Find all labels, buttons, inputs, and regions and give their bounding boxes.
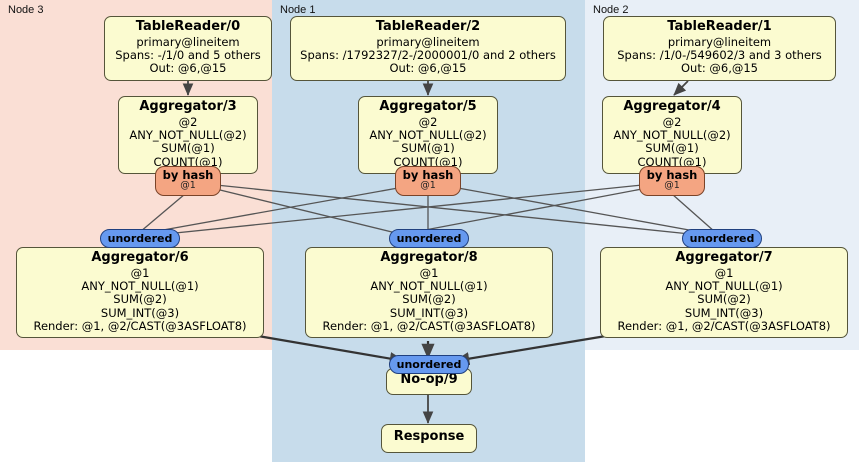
- processor-aggregator-6[interactable]: Aggregator/6 @1 ANY_NOT_NULL(@1) SUM(@2)…: [16, 247, 264, 339]
- synchronizer-label: unordered: [396, 358, 462, 371]
- processor-title: TableReader/2: [375, 19, 481, 34]
- synchronizer-unordered-7[interactable]: unordered: [682, 229, 762, 248]
- processor-line: COUNT(@1): [393, 154, 463, 169]
- processor-line: Out: @6,@15: [389, 61, 467, 76]
- processor-line: SUM(@2): [113, 292, 167, 307]
- processor-line: @1: [419, 265, 439, 280]
- processor-aggregator-3[interactable]: Aggregator/3 @2 ANY_NOT_NULL(@2) SUM(@1)…: [118, 96, 258, 174]
- node-panel-label-node1: Node 1: [280, 4, 316, 16]
- processor-line: SUM_INT(@3): [684, 305, 764, 320]
- processor-line: Out: @6,@15: [149, 61, 227, 76]
- processor-line: @1: [130, 265, 150, 280]
- processor-line: ANY_NOT_NULL(@1): [81, 279, 199, 294]
- processor-line: primary@lineitem: [376, 34, 480, 49]
- processor-title: No-op/9: [400, 372, 458, 387]
- router-label: by hash: [162, 168, 214, 182]
- processor-line: ANY_NOT_NULL(@1): [370, 279, 488, 294]
- processor-response[interactable]: Response: [381, 424, 477, 453]
- router-column: @1: [664, 180, 680, 192]
- processor-line: ANY_NOT_NULL(@2): [369, 128, 487, 143]
- synchronizer-unordered-6[interactable]: unordered: [100, 229, 180, 248]
- processor-line: Render: @1, @2/CAST(@3ASFLOAT8): [33, 318, 247, 333]
- processor-line: Render: @1, @2/CAST(@3ASFLOAT8): [617, 318, 831, 333]
- processor-line: SUM_INT(@3): [100, 305, 180, 320]
- processor-tablereader-0[interactable]: TableReader/0 primary@lineitem Spans: -/…: [104, 16, 272, 81]
- processor-aggregator-8[interactable]: Aggregator/8 @1 ANY_NOT_NULL(@1) SUM(@2)…: [305, 247, 553, 339]
- processor-line: Render: @1, @2/CAST(@3ASFLOAT8): [322, 318, 536, 333]
- processor-line: @2: [662, 114, 682, 129]
- processor-title: Aggregator/5: [379, 99, 477, 114]
- processor-line: Spans: /1792327/2-/2000001/0 and 2 other…: [300, 48, 556, 63]
- processor-line: SUM(@2): [402, 292, 456, 307]
- synchronizer-unordered-8[interactable]: unordered: [389, 229, 469, 248]
- processor-line: @1: [714, 265, 734, 280]
- processor-line: primary@lineitem: [667, 34, 772, 49]
- processor-line: SUM(@1): [161, 141, 215, 156]
- processor-line: SUM(@1): [645, 141, 699, 156]
- processor-tablereader-1[interactable]: TableReader/1 primary@lineitem Spans: /1…: [603, 16, 836, 81]
- router-label: by hash: [646, 168, 698, 182]
- node-panel-label-node3: Node 3: [8, 4, 44, 16]
- node-panel-label-node2: Node 2: [593, 4, 629, 16]
- processor-aggregator-4[interactable]: Aggregator/4 @2 ANY_NOT_NULL(@2) SUM(@1)…: [602, 96, 742, 174]
- processor-title: TableReader/1: [667, 19, 772, 34]
- processor-title: Response: [393, 429, 465, 444]
- processor-line: ANY_NOT_NULL(@2): [613, 128, 731, 143]
- processor-line: COUNT(@1): [637, 154, 707, 169]
- processor-aggregator-7[interactable]: Aggregator/7 @1 ANY_NOT_NULL(@1) SUM(@2)…: [600, 247, 848, 339]
- router-label: by hash: [402, 168, 454, 182]
- synchronizer-label: unordered: [396, 232, 462, 245]
- synchronizer-label: unordered: [689, 232, 755, 245]
- processor-line: @2: [418, 114, 438, 129]
- router-column: @1: [180, 180, 196, 192]
- processor-tablereader-2[interactable]: TableReader/2 primary@lineitem Spans: /1…: [290, 16, 566, 81]
- router-by-hash-4[interactable]: by hash @1: [639, 166, 705, 196]
- processor-line: Out: @6,@15: [681, 61, 758, 76]
- processor-title: TableReader/0: [135, 19, 241, 34]
- router-by-hash-3[interactable]: by hash @1: [155, 166, 221, 196]
- processor-line: SUM(@1): [401, 141, 455, 156]
- processor-line: SUM(@2): [697, 292, 751, 307]
- processor-title: Aggregator/8: [380, 250, 478, 265]
- processor-line: ANY_NOT_NULL(@2): [129, 128, 247, 143]
- processor-line: primary@lineitem: [136, 34, 240, 49]
- router-by-hash-5[interactable]: by hash @1: [395, 166, 461, 196]
- processor-line: COUNT(@1): [153, 154, 223, 169]
- processor-line: Spans: /1/0-/549602/3 and 3 others: [617, 48, 822, 63]
- processor-aggregator-5[interactable]: Aggregator/5 @2 ANY_NOT_NULL(@2) SUM(@1)…: [358, 96, 498, 174]
- synchronizer-unordered-9[interactable]: unordered: [389, 355, 469, 374]
- processor-line: SUM_INT(@3): [389, 305, 469, 320]
- processor-line: ANY_NOT_NULL(@1): [665, 279, 783, 294]
- processor-title: Aggregator/4: [623, 99, 721, 114]
- router-column: @1: [420, 180, 436, 192]
- processor-line: @2: [178, 114, 198, 129]
- processor-title: Aggregator/3: [139, 99, 237, 114]
- synchronizer-label: unordered: [107, 232, 173, 245]
- processor-title: Aggregator/6: [91, 250, 189, 265]
- processor-line: Spans: -/1/0 and 5 others: [115, 48, 261, 63]
- processor-title: Aggregator/7: [675, 250, 773, 265]
